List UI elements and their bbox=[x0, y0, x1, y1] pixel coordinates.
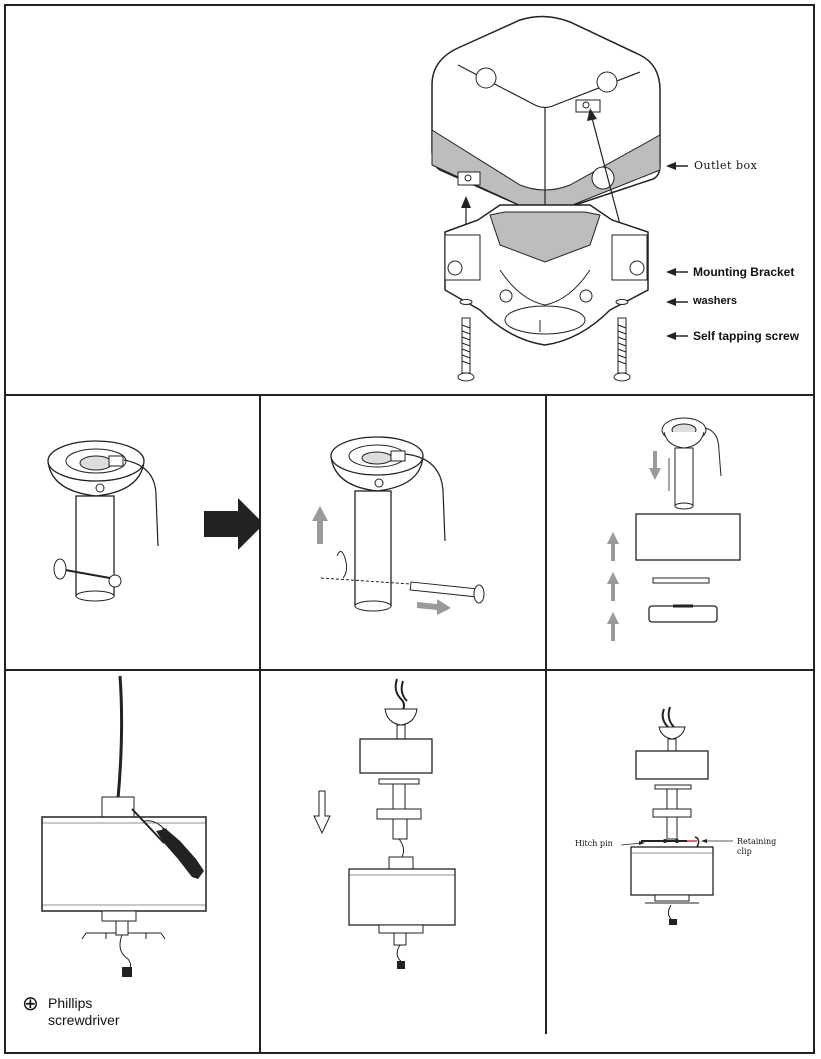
step-4-panel bbox=[547, 396, 815, 669]
phillips-screwdriver-icon: ⊕ bbox=[22, 991, 39, 1015]
step-3-panel bbox=[261, 396, 545, 669]
instruction-sheet-frame bbox=[4, 4, 815, 1054]
step-5-panel: ⊕ Phillips screwdriver bbox=[6, 671, 259, 1051]
step-6-panel bbox=[261, 671, 545, 1051]
step-7-panel: Hitch pin Retaining clip bbox=[547, 671, 815, 1051]
downrod-motor-assembly-illustration bbox=[313, 678, 456, 969]
screwdriver-label: screwdriver bbox=[48, 1012, 120, 1028]
retaining-clip-label-line1: Retaining bbox=[737, 837, 777, 846]
self-tapping-screw-label: Self tapping screw bbox=[693, 329, 800, 343]
divider-row-1 bbox=[4, 394, 815, 396]
mounting-bracket-label: Mounting Bracket bbox=[693, 265, 795, 279]
step-1-panel: Outlet box Mounting Bracket washers Self… bbox=[0, 0, 821, 394]
outlet-box-bracket-illustration bbox=[431, 15, 688, 382]
divider-col-1 bbox=[259, 394, 261, 1054]
hitch-pin-label: Hitch pin bbox=[575, 839, 613, 848]
outlet-box-label: Outlet box bbox=[694, 159, 758, 172]
downrod-assembled-illustration bbox=[47, 440, 259, 602]
hitch-pin-retaining-clip-illustration bbox=[620, 706, 733, 925]
washers-label: washers bbox=[693, 295, 738, 307]
motor-screwdriver-illustration bbox=[41, 675, 207, 977]
screw-right bbox=[613, 317, 631, 382]
screw-left bbox=[457, 317, 475, 382]
divider-row-2 bbox=[4, 669, 815, 671]
step-2-panel bbox=[6, 396, 259, 669]
divider-col-2 bbox=[545, 394, 547, 1034]
phillips-label: Phillips bbox=[48, 995, 93, 1011]
retaining-clip-label-line2: clip bbox=[737, 847, 752, 856]
canopy-parts-illustration bbox=[607, 417, 741, 641]
next-step-arrow-icon bbox=[204, 498, 259, 550]
downrod-pin-removal-illustration bbox=[312, 436, 485, 615]
